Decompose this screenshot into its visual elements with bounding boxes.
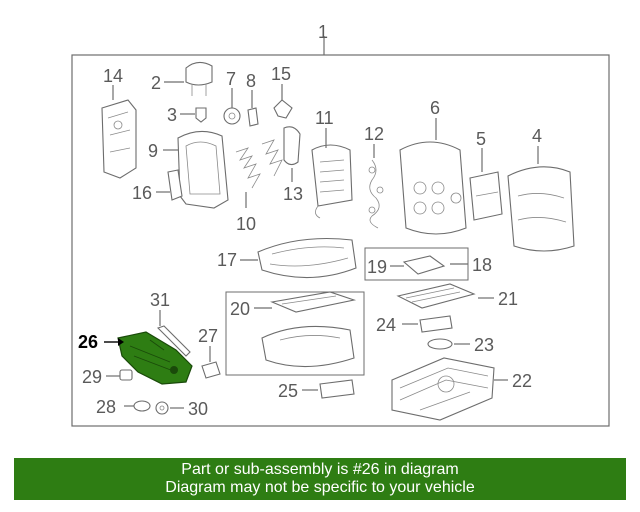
callout-16: 16 xyxy=(132,183,152,203)
callout-7: 7 xyxy=(226,69,236,89)
callout-29: 29 xyxy=(82,367,102,387)
part-trim-strip xyxy=(156,325,191,357)
banner-line-1: Part or sub-assembly is #26 in diagram xyxy=(181,461,459,478)
part-pad xyxy=(283,126,301,166)
subframe-cushion xyxy=(225,291,365,376)
part-30-screw xyxy=(155,401,169,415)
part-back-foam xyxy=(507,166,575,252)
callout-8: 8 xyxy=(246,71,256,91)
part-map-pocket xyxy=(469,171,503,221)
part-seat-adjuster xyxy=(391,357,495,421)
callout-21: 21 xyxy=(498,289,518,309)
callout-28: 28 xyxy=(96,397,116,417)
part-headrest-guide xyxy=(195,107,207,123)
part-adjuster xyxy=(223,107,241,125)
callout-20: 20 xyxy=(230,299,250,319)
callout-30: 30 xyxy=(188,399,208,419)
callout-2: 2 xyxy=(151,73,161,93)
diagram-frame xyxy=(71,54,610,427)
callout-12: 12 xyxy=(364,124,384,144)
part-wire-harness xyxy=(368,159,384,229)
part-seat-pan xyxy=(396,283,476,309)
part-headrest xyxy=(185,61,213,96)
part-back-cover xyxy=(399,141,467,235)
part-cushion-heater xyxy=(402,255,446,275)
callout-10: 10 xyxy=(236,214,256,234)
callout-6: 6 xyxy=(430,98,440,118)
callout-4: 4 xyxy=(532,126,542,146)
callout-26-arrowhead xyxy=(118,338,124,346)
callout-14: 14 xyxy=(103,66,123,86)
part-heater-module xyxy=(311,144,353,219)
callout-1: 1 xyxy=(318,22,328,42)
callout-19: 19 xyxy=(367,257,387,277)
callout-24: 24 xyxy=(376,315,396,335)
part-back-frame xyxy=(177,130,229,209)
part-bracket xyxy=(247,107,259,127)
callout-25: 25 xyxy=(278,381,298,401)
callout-11: 11 xyxy=(315,108,334,128)
callout-3: 3 xyxy=(167,105,177,125)
callout-13: 13 xyxy=(283,184,303,204)
callout-27: 27 xyxy=(198,326,218,346)
callout-31: 31 xyxy=(150,290,170,310)
part-27-bracket xyxy=(201,361,221,379)
part-cushion-cover xyxy=(257,238,357,279)
part-control-module xyxy=(419,315,453,333)
part-26-side-shield xyxy=(117,331,193,385)
callout-22: 22 xyxy=(512,371,532,391)
parts-diagram: 1 14 2 3 7 8 15 9 xyxy=(71,22,610,427)
banner-line-2: Diagram may not be specific to your vehi… xyxy=(165,479,475,496)
part-side-trim xyxy=(167,169,183,201)
part-switch xyxy=(427,338,453,350)
callout-9: 9 xyxy=(148,141,158,161)
info-banner: Part or sub-assembly is #26 in diagram D… xyxy=(14,458,626,500)
part-cushion-foam xyxy=(261,325,355,368)
callout-15: 15 xyxy=(271,64,291,84)
part-back-panel xyxy=(101,99,137,179)
part-cushion-pad xyxy=(270,291,357,313)
callout-26: 26 xyxy=(78,332,98,352)
callout-18: 18 xyxy=(472,255,492,275)
part-control-unit xyxy=(319,379,355,399)
part-29-cap xyxy=(119,369,133,381)
callout-5: 5 xyxy=(476,129,486,149)
part-28-cover xyxy=(133,400,151,412)
part-spring-mat xyxy=(235,139,283,189)
part-clip xyxy=(273,99,293,119)
callout-23: 23 xyxy=(474,335,494,355)
callout-17: 17 xyxy=(217,250,237,270)
